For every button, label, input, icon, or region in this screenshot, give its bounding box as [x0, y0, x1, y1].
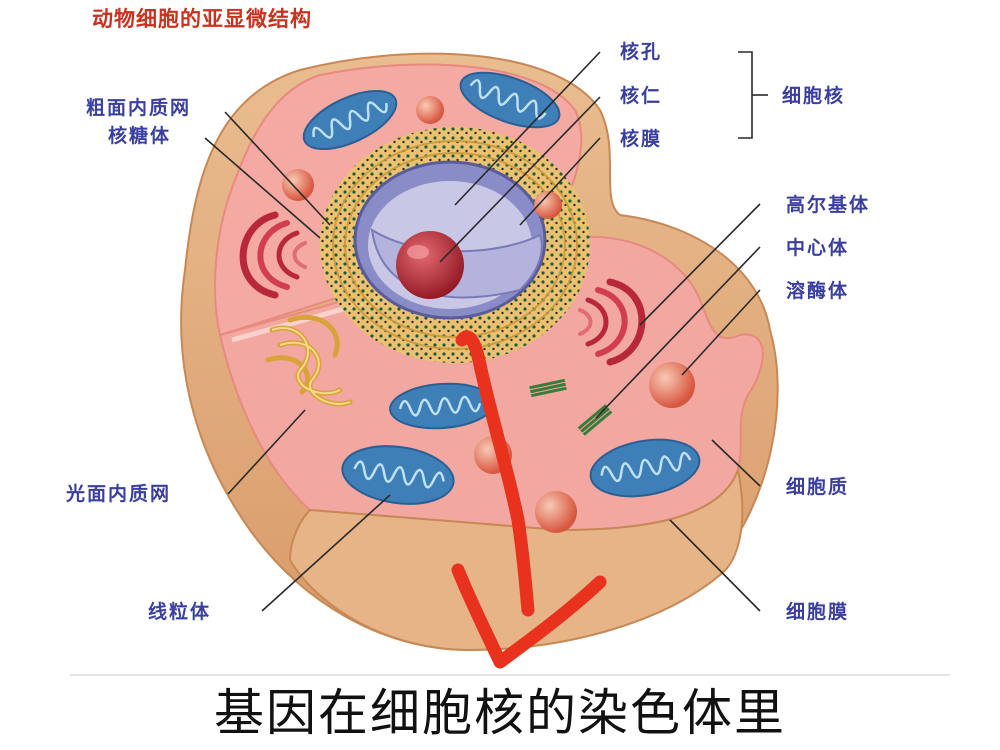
diagram-title: 动物细胞的亚显微结构 [92, 6, 312, 31]
nucleus [320, 127, 590, 363]
label-nucleolus: 核仁 [620, 84, 662, 107]
label-nuclear-envelope: 核膜 [620, 127, 662, 150]
annotation-check-mark [451, 330, 607, 669]
centrosome [529, 378, 613, 436]
caption-text: 基因在细胞核的染色体里 [214, 684, 786, 742]
cell-membrane-front [288, 466, 744, 652]
leader-lines [204, 51, 768, 612]
label-lysosome: 溶酶体 [786, 279, 849, 302]
label-rough-er: 粗面内质网 [86, 96, 191, 119]
label-ribosome: 核糖体 [108, 124, 171, 147]
mitochondria [302, 71, 701, 505]
label-centrosome: 中心体 [786, 236, 849, 259]
label-cytoplasm: 细胞质 [786, 475, 849, 498]
label-mitochondrion: 线粒体 [148, 600, 211, 623]
label-smooth-er: 光面内质网 [65, 482, 171, 505]
label-golgi: 高尔基体 [786, 193, 870, 216]
smooth-er-highlight [271, 327, 351, 405]
golgi-bodies [239, 211, 646, 366]
nucleolus-body [396, 231, 464, 299]
label-nuclear-pore: 核孔 [620, 40, 662, 63]
label-nucleus: 细胞核 [782, 84, 845, 107]
label-cell-membrane: 细胞膜 [786, 600, 849, 623]
